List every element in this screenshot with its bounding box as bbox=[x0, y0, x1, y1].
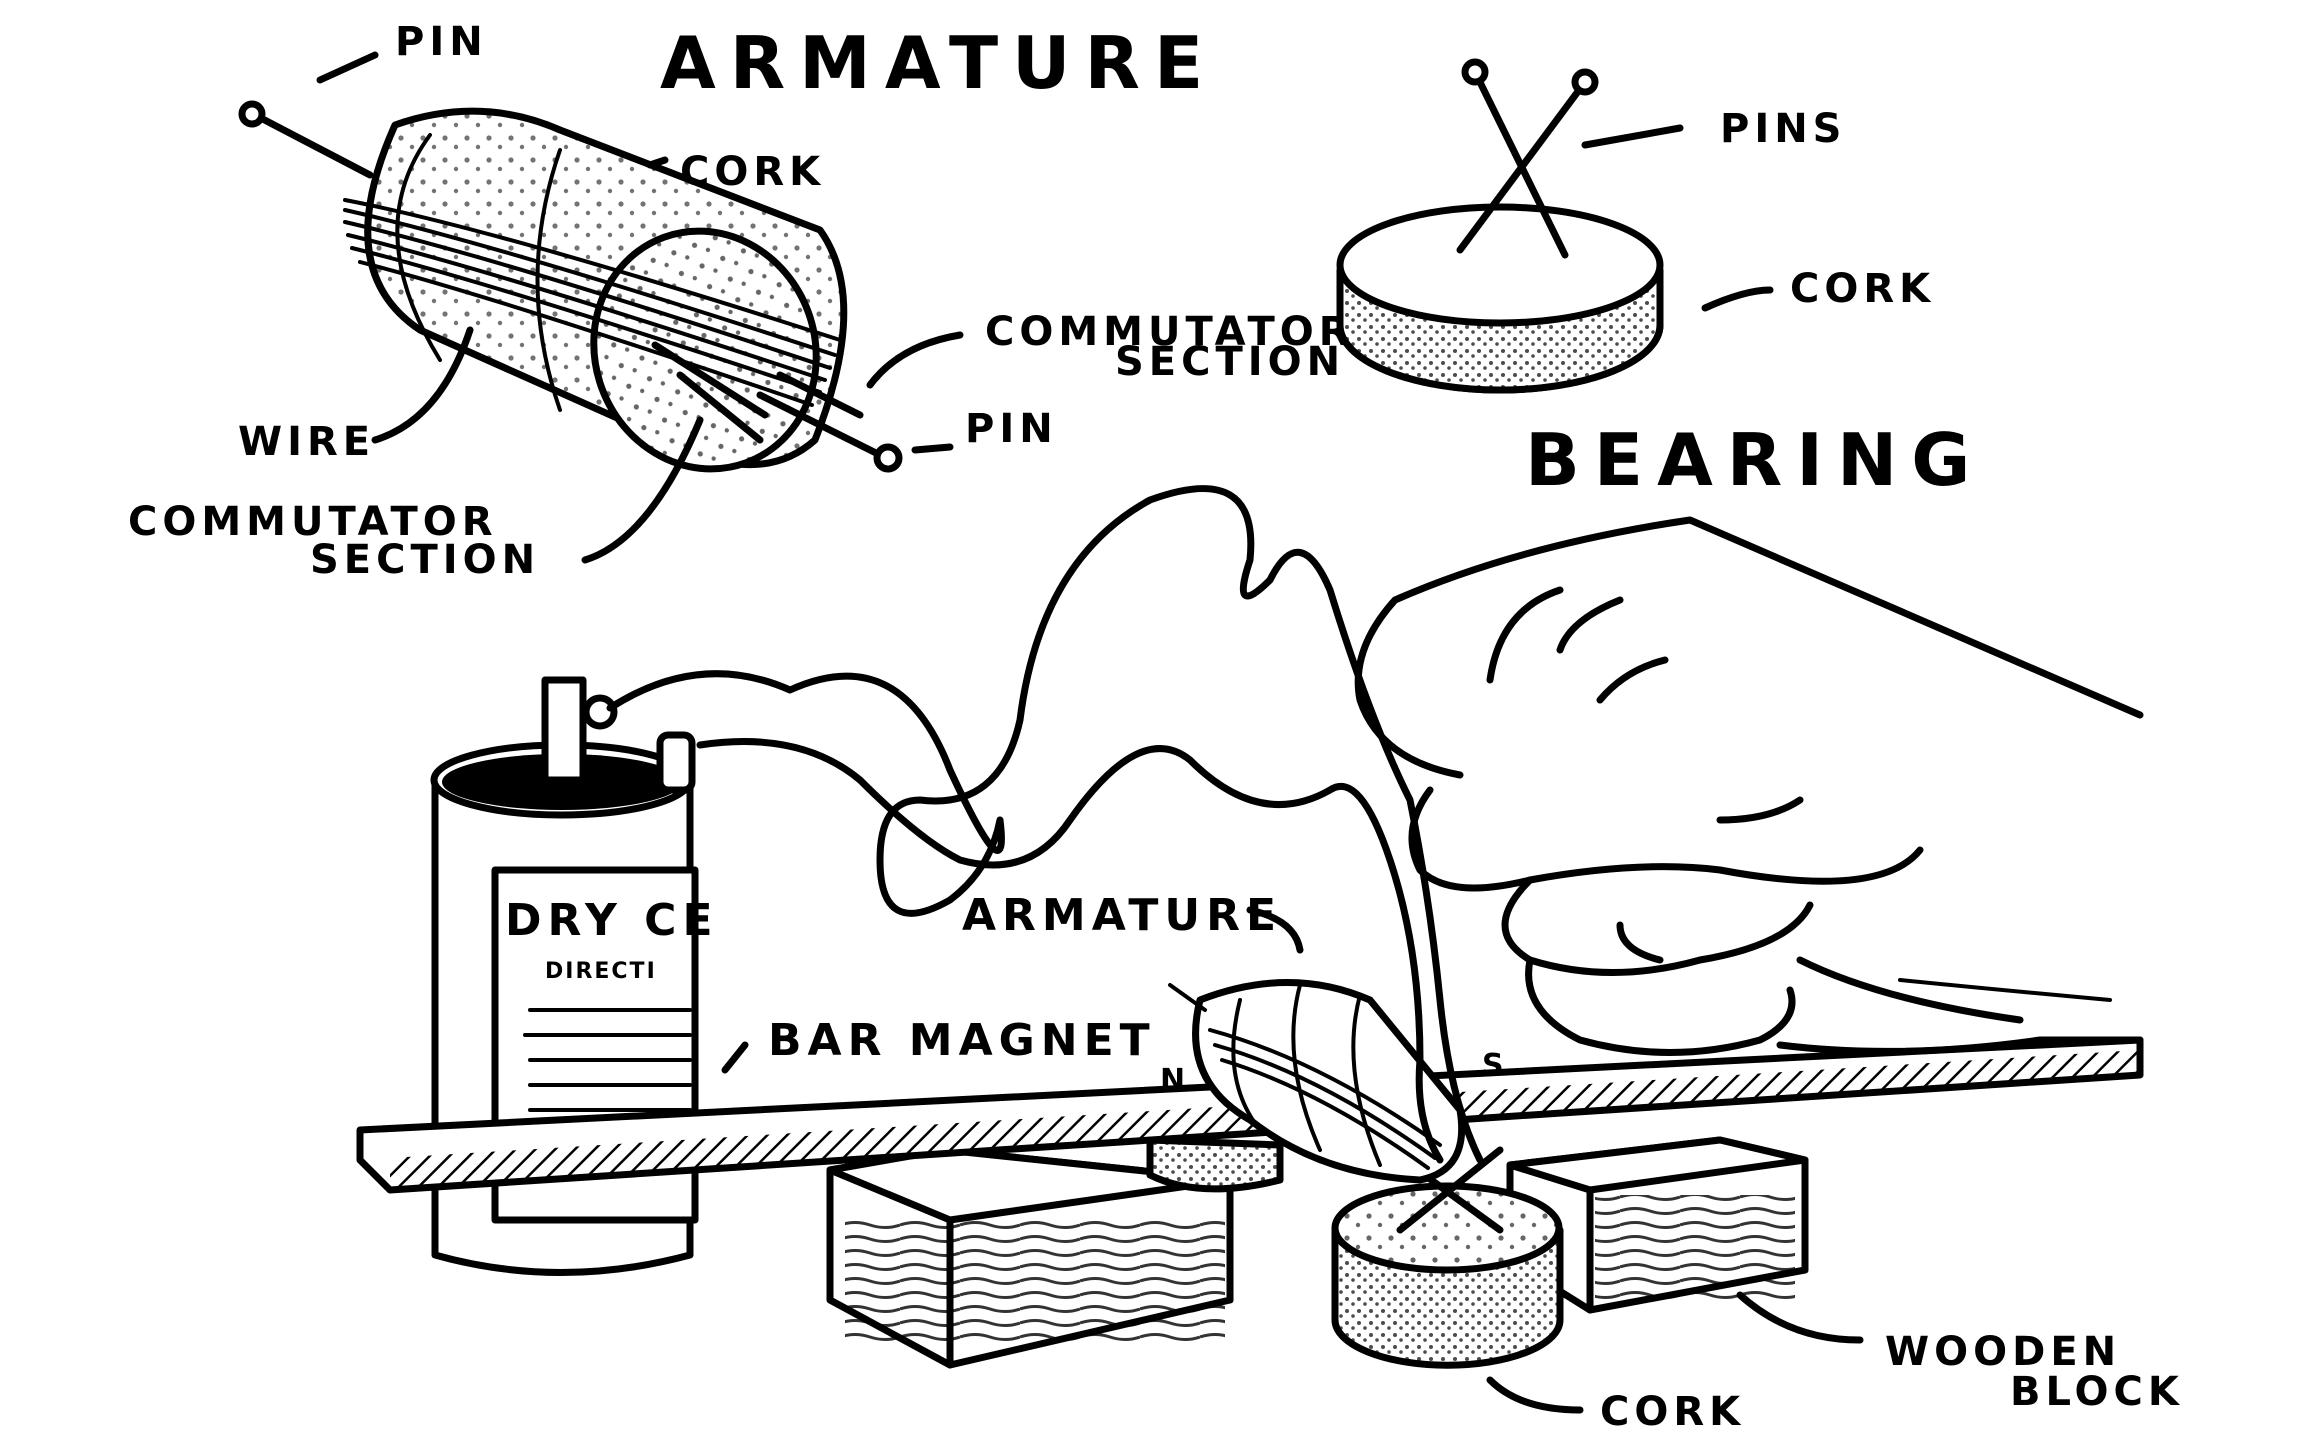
battery-terminal-left bbox=[541, 676, 587, 784]
label-wooden-block-2: BLOCK bbox=[2010, 1369, 2184, 1415]
armature-detail bbox=[238, 51, 964, 564]
block-grain bbox=[845, 1215, 1225, 1345]
leader-pin-top bbox=[316, 51, 379, 84]
leader-cork-bearing bbox=[1701, 286, 1774, 312]
label-dry-cell: DRY CE bbox=[505, 895, 719, 946]
label-pins: PINS bbox=[1720, 106, 1846, 152]
leader-wire bbox=[371, 326, 474, 444]
leader-commutator-left bbox=[581, 416, 704, 564]
label-pin-right: PIN bbox=[965, 406, 1058, 452]
hand bbox=[1354, 516, 2144, 1056]
label-commutator-left-1: COMMUTATOR bbox=[128, 499, 498, 545]
label-commutator-right-1: COMMUTATOR bbox=[985, 309, 1355, 355]
label-commutator-right-2: SECTION bbox=[1115, 339, 1345, 385]
battery-terminal-right bbox=[656, 731, 696, 794]
label-pole-s: S bbox=[1482, 1048, 1506, 1083]
bearing-detail bbox=[1336, 58, 1774, 394]
leader-cork-bottom bbox=[1486, 1376, 1584, 1414]
leader-cork-top bbox=[646, 156, 669, 169]
leader-commutator-right bbox=[866, 331, 964, 389]
cork-texture bbox=[1150, 1140, 1280, 1189]
bearing-title: BEARING bbox=[1525, 418, 1984, 502]
leader-pin-right bbox=[911, 443, 954, 454]
cork-bottom bbox=[1331, 1146, 1564, 1369]
pin-head-icon bbox=[1571, 68, 1599, 96]
commutator-section-3 bbox=[776, 371, 864, 419]
battery-fine-print bbox=[523, 1008, 692, 1112]
bearing-cork-top bbox=[1336, 203, 1664, 327]
commutator-section-2 bbox=[676, 371, 764, 444]
label-commutator-left-2: SECTION bbox=[310, 537, 540, 583]
label-directions: DIRECTI bbox=[545, 959, 657, 984]
bearing-pin-2 bbox=[1456, 78, 1589, 254]
label-cork-bearing: CORK bbox=[1790, 266, 1935, 312]
label-cork-bottom: CORK bbox=[1600, 1389, 1745, 1435]
armature-wire-windings bbox=[343, 133, 842, 412]
armature-title: ARMATURE bbox=[660, 21, 1217, 105]
connecting-wire bbox=[606, 485, 1484, 1164]
leader-wooden-block bbox=[1736, 1291, 1864, 1344]
pin-head-icon bbox=[1461, 58, 1489, 86]
wooden-block-left bbox=[826, 1146, 1234, 1369]
label-bar-magnet: BAR MAGNET bbox=[768, 1015, 1156, 1066]
label-cork-top: CORK bbox=[680, 149, 825, 195]
label-pin-top: PIN bbox=[395, 19, 488, 65]
cork-texture bbox=[1335, 1186, 1559, 1270]
label-wooden-block-1: WOODEN bbox=[1885, 1329, 2121, 1375]
leader-pins bbox=[1581, 124, 1684, 149]
label-wire: WIRE bbox=[238, 419, 375, 465]
wooden-block-right bbox=[1506, 1136, 1809, 1314]
block-grain bbox=[1595, 1195, 1795, 1300]
leader-bar-magnet bbox=[721, 1041, 749, 1074]
label-pole-n: N bbox=[1160, 1063, 1187, 1098]
cork-under-armature bbox=[1146, 1136, 1284, 1193]
armature-pin-left bbox=[251, 111, 374, 179]
battery-terminal-ring bbox=[582, 694, 618, 730]
label-armature-small: ARMATURE bbox=[962, 890, 1282, 941]
armature-pin-right bbox=[756, 391, 884, 459]
pin-head-icon bbox=[238, 100, 266, 128]
connecting-wire-2 bbox=[696, 738, 1444, 1164]
commutator-section-1 bbox=[651, 341, 769, 419]
armature-small bbox=[1168, 979, 1466, 1184]
leader-armature-small bbox=[1246, 906, 1304, 954]
pin-head-icon bbox=[873, 443, 903, 473]
